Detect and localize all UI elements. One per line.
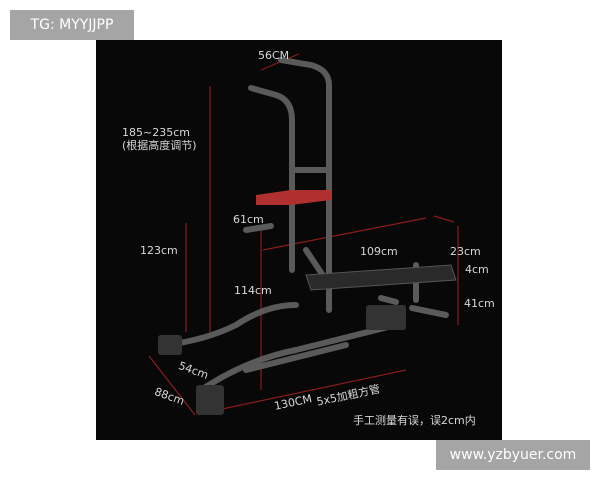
watermark-bottom: www.yzbyuer.com — [436, 440, 590, 470]
pad-thickness-label: 4cm — [465, 263, 489, 276]
watermark-top: TG: MYYJJPP — [10, 10, 134, 40]
dip-width-label: 61cm — [233, 213, 264, 226]
top-width-label: 56CM — [258, 49, 290, 62]
dip-height-label: 114cm — [234, 284, 272, 297]
arm-pads — [256, 190, 331, 205]
bench-height-label: 41cm — [464, 297, 495, 310]
bench-width-label: 23cm — [450, 245, 481, 258]
product-photo: 56CM 185~235cm (根据高度调节) 61cm 123cm 114cm… — [96, 40, 502, 440]
height-note-label: (根据高度调节) — [122, 139, 197, 152]
bench-length-label: 109cm — [360, 245, 398, 258]
frame — [163, 57, 449, 393]
tolerance-note: 手工测量有误，误2cm内 — [353, 414, 476, 427]
power-tower-illustration — [148, 53, 459, 416]
dimension-lines — [148, 53, 459, 416]
bench-pad — [305, 264, 457, 291]
height-range-label: 185~235cm — [122, 126, 190, 139]
pullup-height-label: 123cm — [140, 244, 178, 257]
